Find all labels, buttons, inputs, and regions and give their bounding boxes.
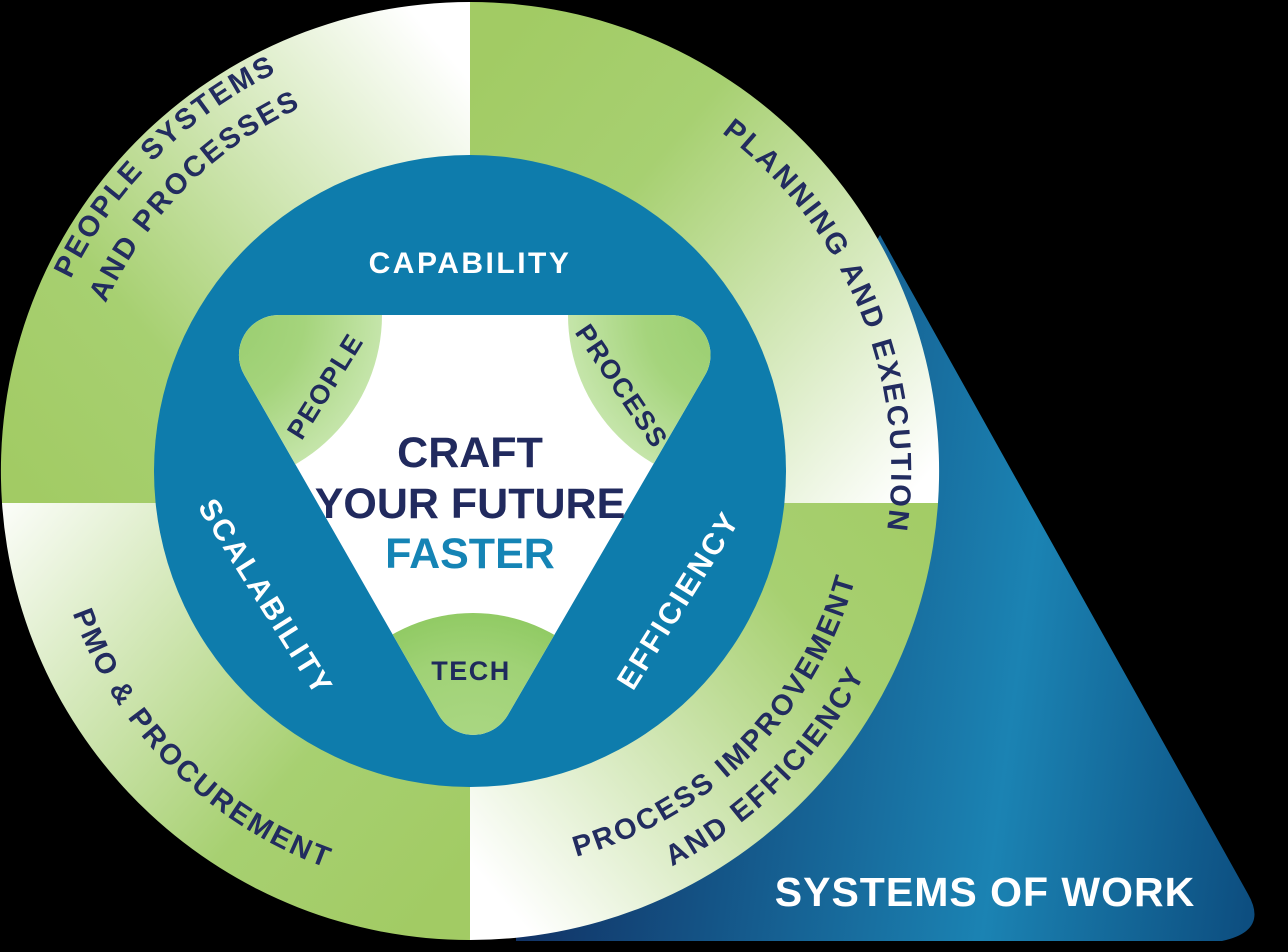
ring-quadrant-bottom-left bbox=[2, 503, 470, 941]
triangle-white-area bbox=[238, 314, 711, 735]
center-title-line1: CRAFT bbox=[397, 429, 543, 477]
ring-quadrant-bottom-right bbox=[470, 503, 938, 941]
node-label-tech: TECH bbox=[431, 656, 511, 686]
center-title-line2: YOUR FUTURE bbox=[315, 480, 626, 528]
ring-quadrant-top-left bbox=[0, 2, 471, 503]
people-blob bbox=[238, 314, 382, 487]
process-blob bbox=[568, 314, 711, 487]
band-label-capability: CAPABILITY bbox=[369, 247, 572, 280]
beam-label: SYSTEMS OF WORK bbox=[775, 869, 1195, 915]
center-title-line3: FASTER bbox=[385, 530, 555, 578]
ring-quadrant-top-right bbox=[470, 1, 940, 503]
